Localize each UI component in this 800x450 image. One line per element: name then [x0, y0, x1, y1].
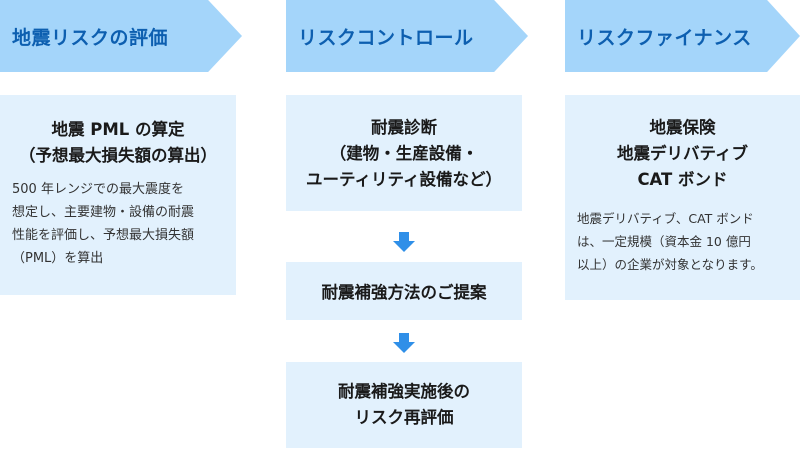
desc-line: （PML）を算出 — [12, 251, 104, 266]
title-line: 耐震診断 — [371, 118, 437, 137]
title-line: 耐震補強実施後の — [338, 382, 470, 401]
box-description: 500 年レンジでの最大震度を 想定し、主要建物・設備の耐震 性能を評価し、予想… — [12, 178, 194, 270]
box-seismic-diagnosis: 耐震診断 （建物・生産設備・ ユーティリティ設備など） — [286, 95, 522, 211]
desc-line: 500 年レンジでの最大震度を — [12, 182, 184, 197]
header-earthquake-risk-assessment: 地震リスクの評価 — [0, 0, 242, 72]
box-title: 地震保険 地震デリバティブ CAT ボンド — [565, 115, 800, 193]
header-risk-control: リスクコントロール — [286, 0, 528, 72]
box-reinforcement-proposal: 耐震補強方法のご提案 — [286, 262, 522, 320]
down-arrow-icon — [393, 333, 415, 353]
desc-line: 以上）の企業が対象となります。 — [577, 257, 763, 272]
box-title: 耐震補強方法のご提案 — [321, 283, 487, 302]
box-pml-calculation: 地震 PML の算定 （予想最大損失額の算出） 500 年レンジでの最大震度を … — [0, 95, 236, 295]
header-label: リスクファイナンス — [577, 26, 752, 49]
box-title: 地震 PML の算定 （予想最大損失額の算出） — [0, 117, 236, 169]
title-line: リスク再評価 — [354, 408, 454, 427]
box-risk-reevaluation: 耐震補強実施後の リスク再評価 — [286, 362, 522, 448]
down-arrow-icon — [393, 232, 415, 252]
desc-line: 想定し、主要建物・設備の耐震 — [12, 205, 195, 220]
desc-line: は、一定規模（資本金 10 億円 — [577, 234, 751, 249]
header-label: 地震リスクの評価 — [12, 26, 169, 49]
desc-line: 性能を評価し、予想最大損失額 — [12, 228, 195, 243]
title-line: CAT ボンド — [637, 170, 728, 189]
title-line: ユーティリティ設備など） — [305, 170, 503, 189]
title-line: （建物・生産設備・ — [329, 144, 479, 163]
desc-line: 地震デリバティブ、CAT ボンド — [577, 211, 754, 226]
box-title: 耐震診断 （建物・生産設備・ ユーティリティ設備など） — [286, 115, 522, 193]
title-line: 地震保険 — [649, 118, 716, 137]
box-earthquake-insurance: 地震保険 地震デリバティブ CAT ボンド 地震デリバティブ、CAT ボンド は… — [565, 95, 800, 300]
title-line: （予想最大損失額の算出） — [19, 146, 217, 165]
title-line: 地震 PML の算定 — [51, 120, 185, 139]
header-label: リスクコントロール — [298, 26, 474, 49]
box-title: 耐震補強実施後の リスク再評価 — [286, 379, 522, 431]
box-description: 地震デリバティブ、CAT ボンド は、一定規模（資本金 10 億円 以上）の企業… — [577, 207, 763, 276]
title-line: 地震デリバティブ — [616, 144, 748, 163]
header-risk-finance: リスクファイナンス — [565, 0, 800, 72]
